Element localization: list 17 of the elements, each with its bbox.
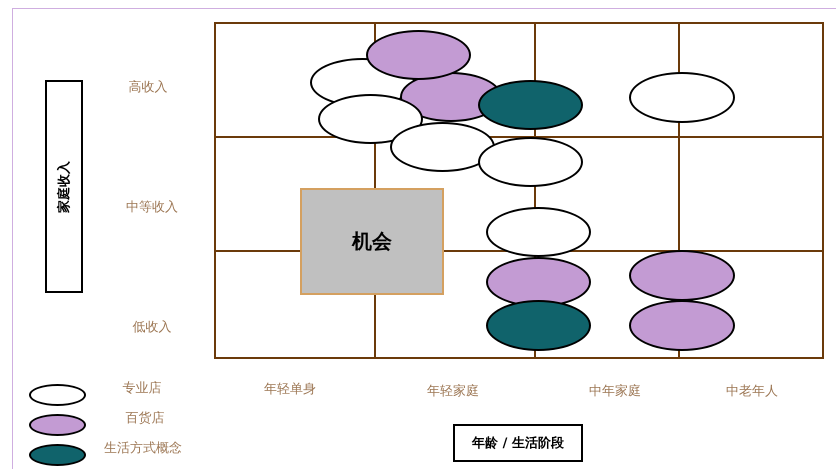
legend-label: 专业店: [122, 380, 162, 397]
box-label: 机会: [352, 228, 392, 255]
axis-title-box: [45, 80, 83, 293]
row-label: 低收入: [132, 319, 172, 336]
row-label: 中等收入: [126, 199, 178, 216]
ellipse-marker: [478, 80, 583, 130]
axis-title-box: [453, 424, 583, 462]
column-label: 年轻家庭: [427, 383, 479, 400]
row-label: 高收入: [128, 79, 168, 96]
legend-label: 百货店: [126, 410, 164, 427]
axis-title: 家庭收入: [56, 160, 73, 212]
legend-label: 生活方式概念: [104, 440, 182, 457]
axis-title: 年龄 / 生活阶段: [472, 435, 564, 452]
opportunity-box: [300, 188, 444, 295]
column-label: 年轻单身: [264, 381, 316, 398]
column-label: 中年家庭: [589, 383, 641, 400]
column-label: 中老年人: [726, 383, 778, 400]
